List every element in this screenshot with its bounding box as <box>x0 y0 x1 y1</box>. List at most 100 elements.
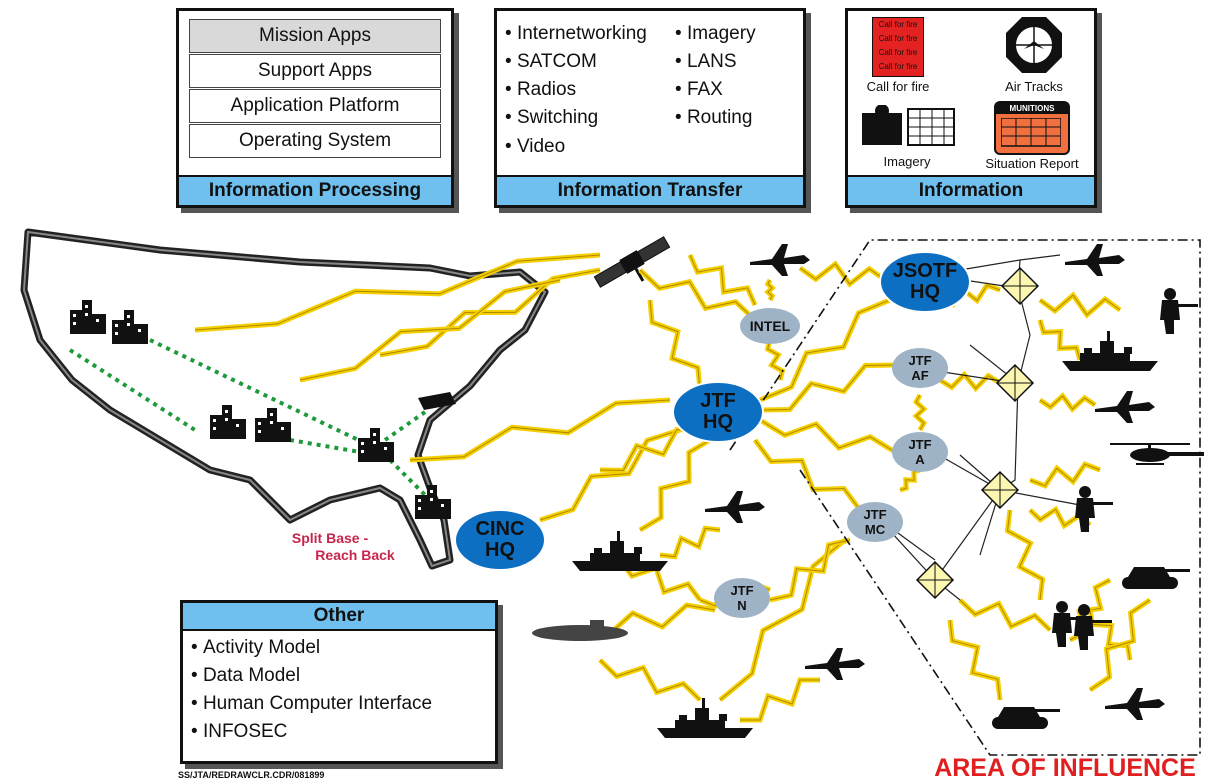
node-jsotf-hq: JSOTF HQ <box>879 251 971 313</box>
node-label: A <box>915 452 925 467</box>
call-for-fire-line: Call for fire <box>878 20 918 29</box>
lightning-link <box>1006 509 1044 601</box>
node-label: JTF <box>908 353 931 368</box>
panel-title: Information <box>848 175 1094 205</box>
lightning-link <box>1039 395 1096 410</box>
stack-layer: Mission Apps <box>189 19 441 53</box>
lightning-link <box>539 429 681 521</box>
lightning-link <box>619 559 701 601</box>
tank-icon <box>1122 567 1190 589</box>
lightning-link <box>409 399 671 461</box>
pentagon-icon <box>418 392 456 410</box>
node-label: JSOTF <box>893 260 957 282</box>
lightning-link <box>915 394 925 431</box>
lightning-link <box>194 254 601 331</box>
stack-layer: Application Platform <box>189 89 441 123</box>
area-of-influence-boundary <box>729 239 1201 756</box>
helicopter-icon <box>1110 443 1204 465</box>
lightning-link <box>599 429 701 471</box>
node-label: HQ <box>703 411 733 433</box>
reach-back-label: Reach Back <box>315 547 395 563</box>
lightning-link <box>639 439 711 531</box>
situation-report-icon: MUNITIONS <box>994 101 1070 155</box>
air-tracks-icon <box>1006 17 1062 73</box>
soldier-icon <box>1075 486 1113 532</box>
transfer-item: LANS <box>675 51 737 73</box>
panel-title: Information Transfer <box>497 175 803 205</box>
node-label: HQ <box>910 281 940 303</box>
lightning-link <box>939 373 1001 390</box>
transfer-item: SATCOM <box>505 51 597 73</box>
lightning-link <box>379 269 601 356</box>
node-jtf-af: JTF AF <box>892 348 948 388</box>
transfer-item: Video <box>505 136 565 158</box>
network-switch-icon <box>916 561 954 599</box>
network-switch-icon <box>1001 267 1039 305</box>
node-label: HQ <box>485 539 515 561</box>
lightning-link <box>799 263 886 285</box>
node-label: N <box>737 598 746 613</box>
stack-layer: Support Apps <box>189 54 441 88</box>
other-item: Activity Model <box>191 637 320 659</box>
call-for-fire-icon: Call for fire Call for fire Call for fir… <box>872 17 924 77</box>
fighter-jet-icon <box>1105 688 1165 720</box>
submarine-icon <box>532 620 628 641</box>
other-item: Human Computer Interface <box>191 693 432 715</box>
air-tracks-label: Air Tracks <box>1005 79 1063 94</box>
lightning-link <box>689 254 756 306</box>
transfer-item: Switching <box>505 107 598 129</box>
warship-icon <box>572 531 668 571</box>
transfer-item: Internetworking <box>505 23 647 45</box>
warship-icon <box>657 698 753 738</box>
node-label: JTF <box>700 390 736 412</box>
stack-layer: Operating System <box>189 124 441 158</box>
lightning-link <box>959 599 1051 631</box>
lightning-link <box>599 659 701 701</box>
lightning-link <box>1089 609 1131 661</box>
tank-icon <box>992 707 1060 729</box>
node-label: AF <box>911 368 928 383</box>
fighter-jet-icon <box>705 491 765 523</box>
transfer-item: FAX <box>675 79 723 101</box>
lightning-link <box>1089 599 1151 691</box>
soldier-icon <box>1160 288 1198 334</box>
lightning-link <box>759 419 896 453</box>
lightning-link <box>1039 294 1121 316</box>
drawing-reference: SS/JTA/REDRAWCLR.CDR/081899 <box>178 770 324 780</box>
lightning-link <box>754 439 861 511</box>
lightning-link <box>299 279 561 381</box>
node-jtf-mc: JTF MC <box>847 502 903 542</box>
imagery-label: Imagery <box>883 154 931 169</box>
lightning-link <box>767 339 783 381</box>
fighter-jet-icon <box>1095 391 1155 423</box>
node-jtf-hq: JTF HQ <box>672 381 764 443</box>
lightning-link <box>767 279 773 301</box>
situation-report-label: Situation Report <box>985 156 1079 171</box>
lightning-link <box>1039 319 1081 361</box>
transfer-item: Radios <box>505 79 576 101</box>
panel-title: Other <box>183 603 495 631</box>
lightning-link <box>740 679 820 721</box>
fighter-jet-icon <box>805 648 865 680</box>
other-item: Data Model <box>191 665 300 687</box>
lightning-link <box>759 299 891 401</box>
call-for-fire-label: Call for fire <box>866 79 930 94</box>
lightning-link <box>759 364 896 411</box>
panel-title: Information Processing <box>179 175 451 205</box>
node-intel: INTEL <box>740 308 800 344</box>
call-for-fire-line: Call for fire <box>878 48 918 57</box>
transfer-item: Imagery <box>675 23 756 45</box>
call-for-fire-line: Call for fire <box>878 34 918 43</box>
split-base-label: Split Base - <box>292 530 369 546</box>
node-cinc-hq: CINC HQ <box>454 509 546 571</box>
node-label: INTEL <box>750 318 791 334</box>
node-jtf-a: JTF A <box>892 432 948 472</box>
node-label: JTF <box>908 437 931 452</box>
information-transfer-panel: Internetworking SATCOM Radios Switching … <box>494 8 806 208</box>
network-switch-icon <box>981 471 1019 509</box>
satellite-icon <box>593 236 671 288</box>
other-panel: Other Activity Model Data Model Human Co… <box>180 600 498 764</box>
node-label: CINC <box>476 518 525 540</box>
lightning-link <box>949 619 1001 701</box>
imagery-icon <box>862 105 955 146</box>
